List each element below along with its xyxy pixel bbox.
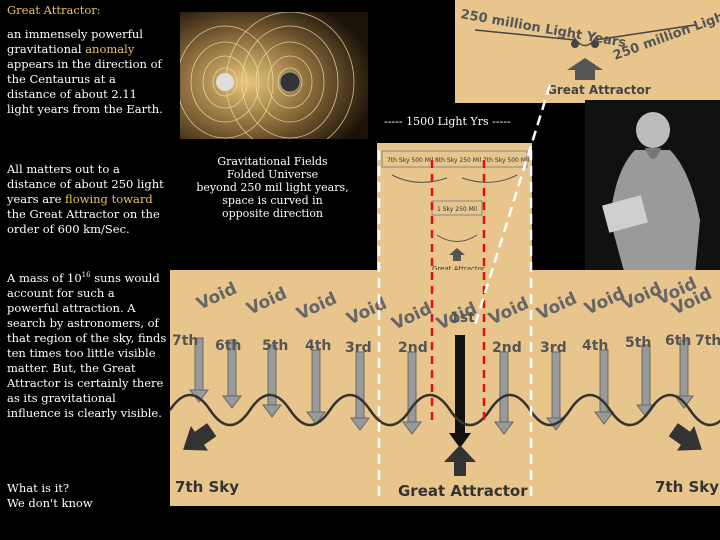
white-dashed-line	[475, 85, 550, 325]
